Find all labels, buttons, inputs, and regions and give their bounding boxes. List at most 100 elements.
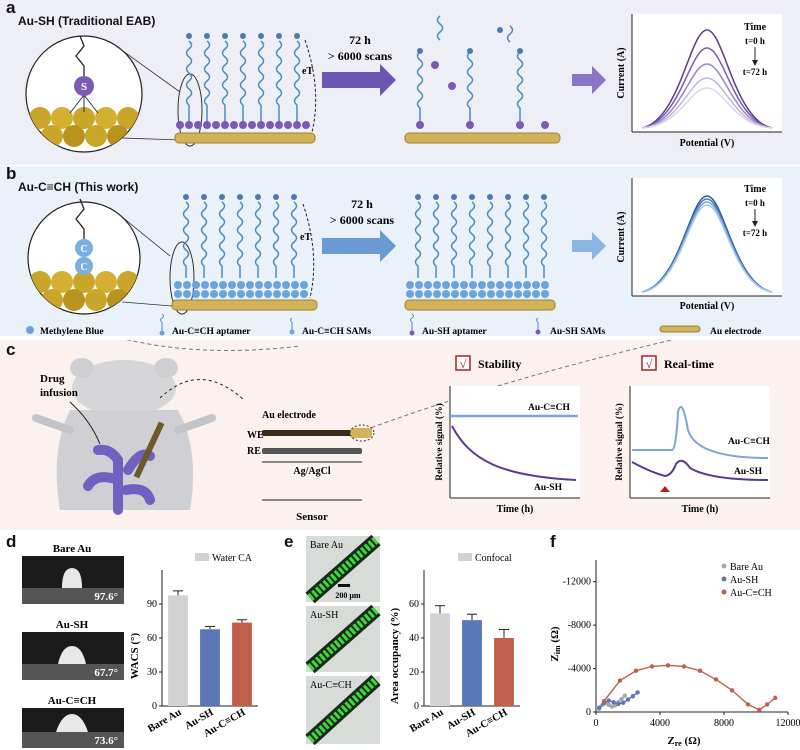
bar [200,629,220,706]
svg-text:Au electrode: Au electrode [262,410,317,421]
svg-text:WE: WE [247,430,264,441]
svg-text:Confocal: Confocal [475,553,512,564]
confocal-image-bare-au: Bare Au 200 μm [305,534,381,604]
svg-text:Time (h): Time (h) [682,504,719,515]
legend-au-electrode: Au electrode [710,327,761,336]
data-point [611,700,616,705]
svg-text:Au-SH: Au-SH [56,619,89,631]
panel-b-letter: b [6,164,17,183]
svg-text:Current (A): Current (A) [616,47,627,98]
result-arrow-b [572,232,606,260]
svg-text:Water CA: Water CA [212,553,253,564]
svg-text:67.7°: 67.7° [94,667,118,679]
stability-ausch-line [451,425,577,481]
panel-b-art: C C eT [26,178,782,336]
y-tick-label: 30 [147,667,157,678]
y-tick-label: 0 [414,701,419,712]
data-point [633,668,639,673]
svg-text:Relative signal (%): Relative signal (%) [434,403,445,481]
process-arrow-a [322,64,396,96]
mouse-illustration [32,358,216,515]
panel-e-letter: e [284,532,294,551]
panel-c-letter: c [6,340,16,359]
svg-text:√: √ [460,357,467,371]
data-point [697,668,703,673]
svg-text:Potential (V): Potential (V) [680,138,735,149]
svg-text:Current (A): Current (A) [616,211,627,262]
svg-text:√: √ [646,357,653,371]
legend-ausch-aptamer: Au-SH aptamer [422,327,487,336]
data-point [665,663,671,668]
svg-text:Au-C≡CH: Au-C≡CH [48,695,97,707]
svg-text:Time: Time [744,184,767,195]
carbon-atom-2 [75,239,93,257]
cv-plot-a [632,14,782,132]
droplet-au-sh: Au-SH 67.7° [22,619,124,680]
legend-auch-aptamer: Au-C≡CH aptamer [172,327,251,336]
data-point [621,700,626,705]
data-point [617,678,623,683]
svg-text:Area occupancy (%): Area occupancy (%) [389,607,401,704]
x-tick-label: 8000 [714,718,734,729]
svg-text:Stability: Stability [478,357,521,371]
svg-text:Sensor: Sensor [296,511,328,523]
electrode-a2 [404,132,561,144]
svg-text:72 h: 72 h [351,197,373,211]
arrow-a-line2: > 6000 scans [328,49,393,63]
nyquist-ylabel: Zim (Ω) [549,626,562,661]
svg-text:Ag/AgCl: Ag/AgCl [293,466,330,477]
confocal-image-au-sh: Au-SH [305,604,381,674]
svg-text:C: C [80,262,87,273]
arrow-a-line1: 72 h [349,33,371,47]
data-point [630,694,635,699]
data-point [625,697,631,702]
confocal-image-au-cch: Au-C≡CH [305,674,381,746]
x-tick-label: 4000 [650,718,670,729]
data-point [765,702,770,707]
svg-text:Real-time: Real-time [664,357,715,371]
svg-text:Drug: Drug [40,373,65,385]
bar [494,638,514,706]
y-tick-label: 90 [147,599,157,610]
svg-text:Relative signal (%): Relative signal (%) [614,403,625,481]
working-electrode [262,430,362,436]
panel-d-art: Bare Au 97.6° Au-SH 67.7° Au-C≡CH 73.6° … [22,543,258,748]
data-point [619,696,624,702]
panel-a-title: Au-SH (Traditional EAB) [18,14,156,28]
panel-e-art: Bare Au 200 μm Au-SH Au-C≡CH 0204060Bare… [305,534,520,746]
panel-f-letter: f [550,532,556,551]
droplet-bare-au: Bare Au 97.6° [22,543,124,604]
electrode-a1 [174,132,316,144]
data-point [713,677,719,682]
svg-text:t=72 h: t=72 h [743,228,767,238]
y-tick-label: -8000 [568,620,591,631]
svg-text:97.6°: 97.6° [94,591,118,603]
panel-a-art: S eT 72 h > 6000 [25,14,782,153]
infusion-marker [660,486,670,492]
data-point [729,688,735,693]
data-point [681,664,687,669]
svg-text:t=72 h: t=72 h [743,67,767,77]
y-tick-label: 20 [409,667,419,678]
data-point [649,664,655,669]
svg-text:Potential (V): Potential (V) [680,301,735,312]
svg-text:RE: RE [247,446,261,457]
panel-b-title: Au-C≡CH (This work) [18,180,139,194]
data-point [635,690,640,695]
realtime-auch-line [632,406,769,459]
result-arrow-a [572,66,606,94]
svg-text:Bare Au: Bare Au [53,543,92,555]
svg-text:Time: Time [744,22,767,33]
process-arrow-b [322,230,396,262]
svg-text:Au-C≡CH: Au-C≡CH [730,588,772,599]
y-tick-label: 60 [147,633,157,644]
legend-auch-sams: Au-C≡CH SAMs [302,327,371,336]
svg-text:Bare Au: Bare Au [310,540,343,551]
data-point [616,701,621,707]
legend-aush-sams: Au-SH SAMs [550,327,605,336]
